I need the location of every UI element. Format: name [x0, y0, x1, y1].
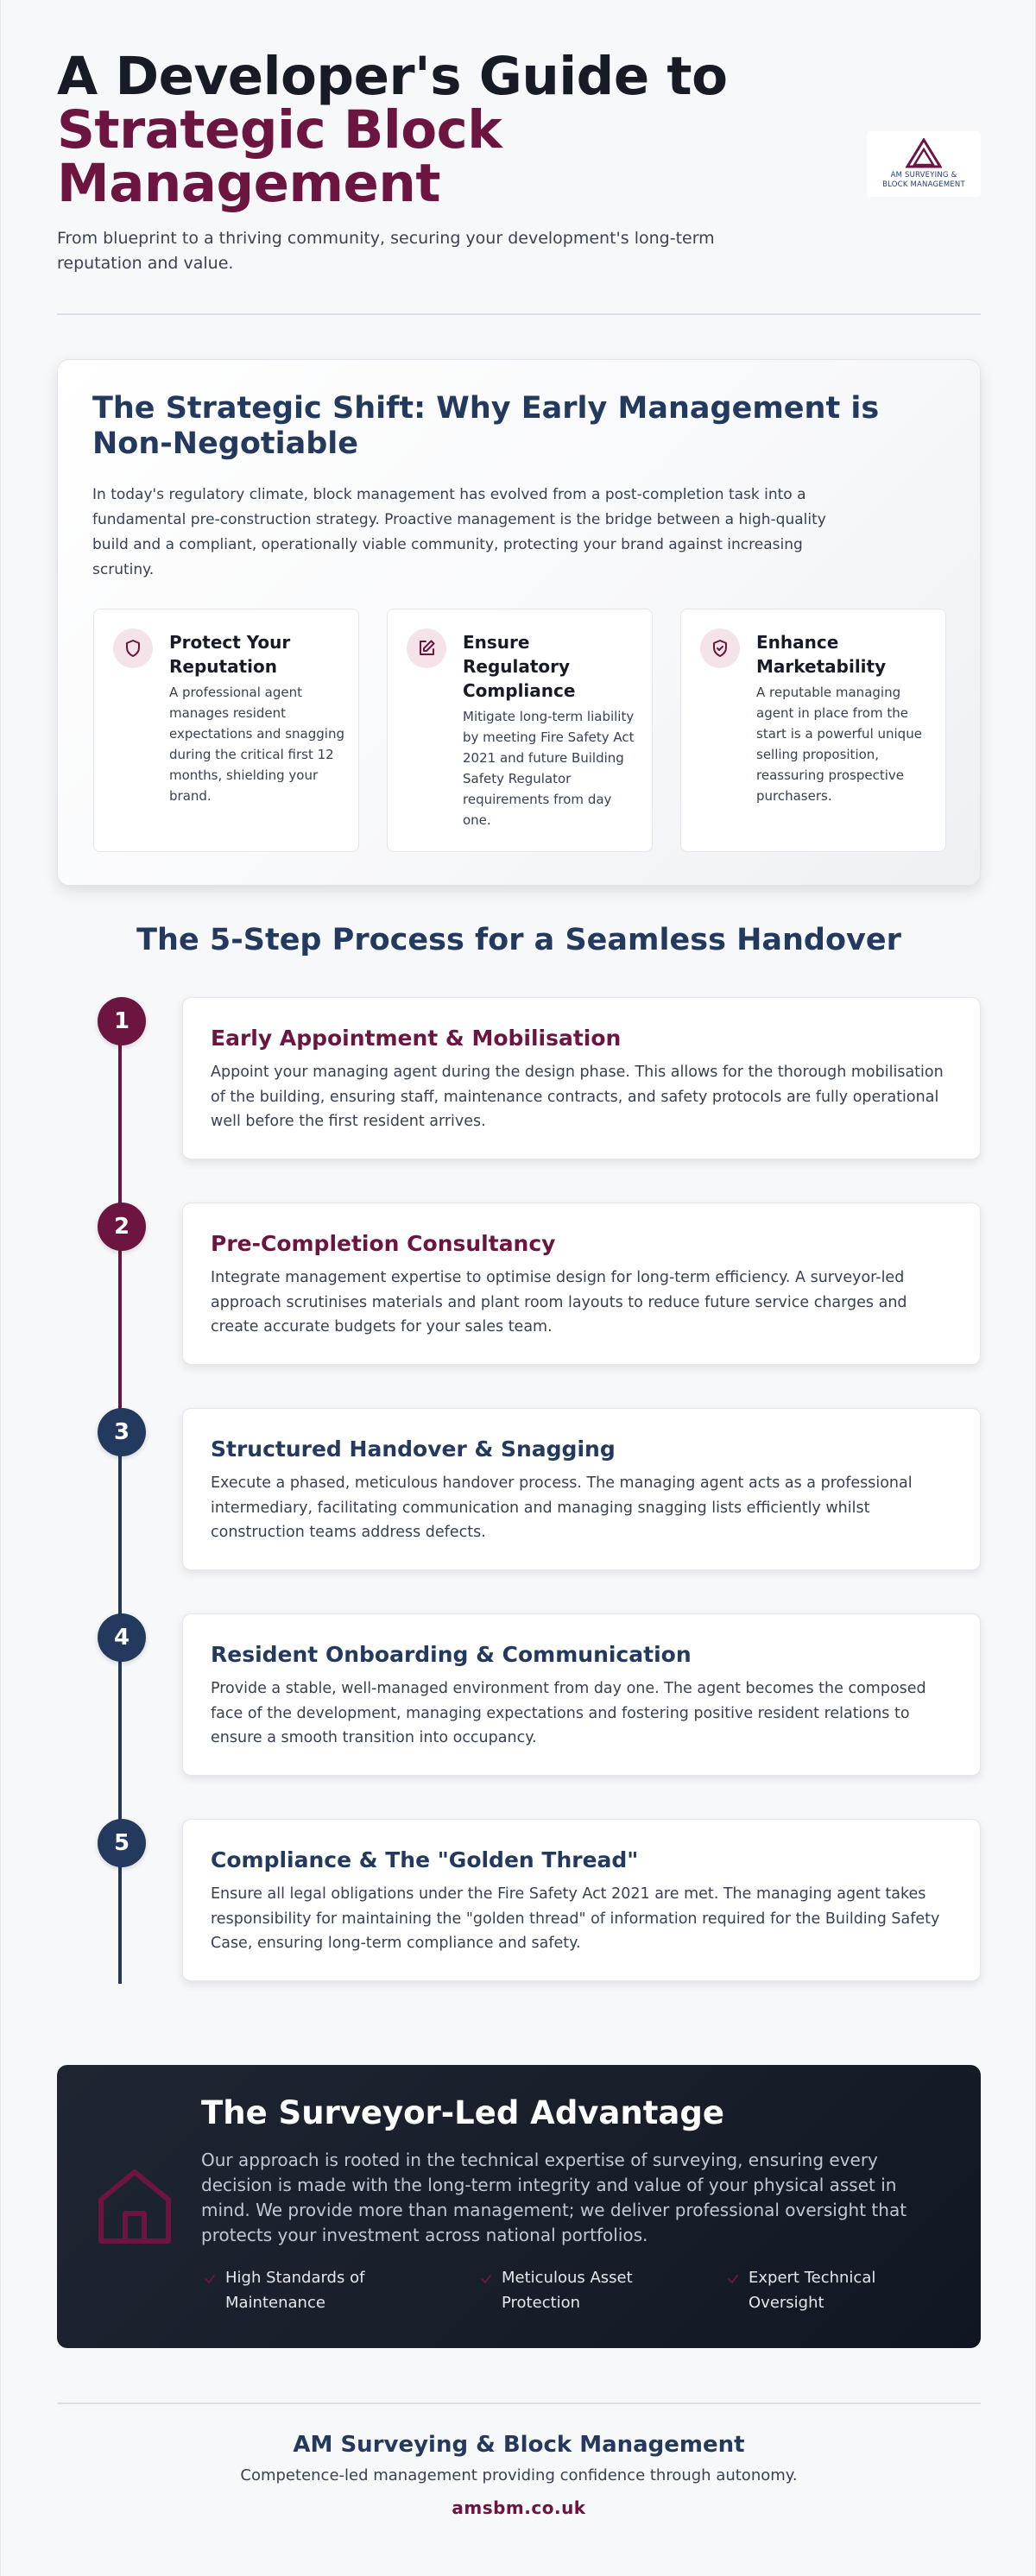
title-line-3: Management	[57, 153, 441, 214]
strategic-title: The Strategic Shift: Why Early Managemen…	[92, 391, 880, 461]
company-logo: AM SURVEYING & BLOCK MANAGEMENT	[867, 131, 981, 197]
feature-card-compliance: Ensure Regulatory Compliance Mitigate lo…	[387, 609, 653, 852]
title-line-1: A Developer's Guide to	[57, 46, 728, 107]
process-step-card: Pre-Completion Consultancy Integrate man…	[182, 1203, 981, 1365]
step-title: Compliance & The "Golden Thread"	[211, 1847, 639, 1872]
title-line-2: Strategic Block	[57, 99, 502, 161]
step-number-badge: 3	[98, 1408, 146, 1456]
advantage-item: Meticulous Asset Protection	[502, 2269, 633, 2312]
feature-card-marketability: Enhance Marketability A reputable managi…	[680, 609, 946, 852]
page-subtitle: From blueprint to a thriving community, …	[57, 229, 715, 273]
logo-text: AM SURVEYING & BLOCK MANAGEMENT	[882, 171, 965, 189]
footer-website-link[interactable]: amsbm.co.uk	[452, 2497, 586, 2518]
process-step-card: Compliance & The "Golden Thread" Ensure …	[182, 1819, 981, 1981]
feature-text: A professional agent manages resident ex…	[169, 685, 344, 804]
check-icon	[728, 2275, 738, 2284]
strategic-text: In today's regulatory climate, block man…	[92, 486, 826, 578]
process-step-card: Early Appointment & Mobilisation Appoint…	[182, 997, 981, 1159]
step-text: Integrate management expertise to optimi…	[211, 1269, 907, 1335]
advantage-item: Expert Technical Oversight	[749, 2269, 876, 2312]
feature-text: Mitigate long-term liability by meeting …	[463, 709, 635, 828]
feature-text: A reputable managing agent in place from…	[756, 685, 922, 804]
process-step-card: Structured Handover & Snagging Execute a…	[182, 1408, 981, 1570]
edit-icon	[407, 628, 446, 668]
step-number-badge: 2	[98, 1203, 146, 1251]
advantage-item: High Standards of Maintenance	[225, 2269, 365, 2312]
check-icon	[481, 2275, 491, 2284]
step-number-badge: 1	[98, 997, 146, 1045]
feature-card-reputation: Protect Your Reputation A professional a…	[93, 609, 359, 852]
page-title: A Developer's Guide to Strategic Block M…	[57, 50, 748, 211]
timeline-line-lower	[118, 1436, 122, 1984]
feature-title: Enhance Marketability	[756, 632, 887, 677]
feature-title: Ensure Regulatory Compliance	[463, 632, 576, 701]
logo-mark-icon	[906, 138, 942, 168]
process-title: The 5-Step Process for a Seamless Handov…	[136, 923, 901, 957]
step-text: Ensure all legal obligations under the F…	[211, 1885, 940, 1952]
step-number-badge: 4	[98, 1613, 146, 1662]
footer-divider	[57, 2402, 981, 2404]
strategic-shift-card: The Strategic Shift: Why Early Managemen…	[57, 359, 981, 886]
advantage-banner: The Surveyor-Led Advantage Our approach …	[57, 2065, 981, 2348]
shield-check-icon	[700, 628, 740, 668]
shield-icon	[113, 628, 153, 668]
step-number-badge: 5	[98, 1819, 146, 1867]
check-icon	[205, 2275, 215, 2284]
house-icon	[98, 2169, 171, 2244]
step-text: Provide a stable, well-managed environme…	[211, 1680, 926, 1746]
feature-title: Protect Your Reputation	[169, 632, 291, 677]
header-divider	[57, 313, 981, 315]
step-title: Structured Handover & Snagging	[211, 1436, 616, 1462]
step-title: Resident Onboarding & Communication	[211, 1642, 692, 1667]
process-step-card: Resident Onboarding & Communication Prov…	[182, 1613, 981, 1776]
advantage-text: Our approach is rooted in the technical …	[201, 2150, 907, 2245]
footer-company-name: AM Surveying & Block Management	[293, 2432, 745, 2458]
advantage-title: The Surveyor-Led Advantage	[201, 2094, 724, 2131]
step-text: Appoint your managing agent during the d…	[211, 1064, 944, 1130]
step-title: Pre-Completion Consultancy	[211, 1231, 556, 1256]
step-text: Execute a phased, meticulous handover pr…	[211, 1474, 913, 1541]
footer-tagline: Competence-led management providing conf…	[240, 2466, 798, 2484]
step-title: Early Appointment & Mobilisation	[211, 1026, 622, 1051]
hero-section: A Developer's Guide to Strategic Block M…	[57, 50, 748, 276]
